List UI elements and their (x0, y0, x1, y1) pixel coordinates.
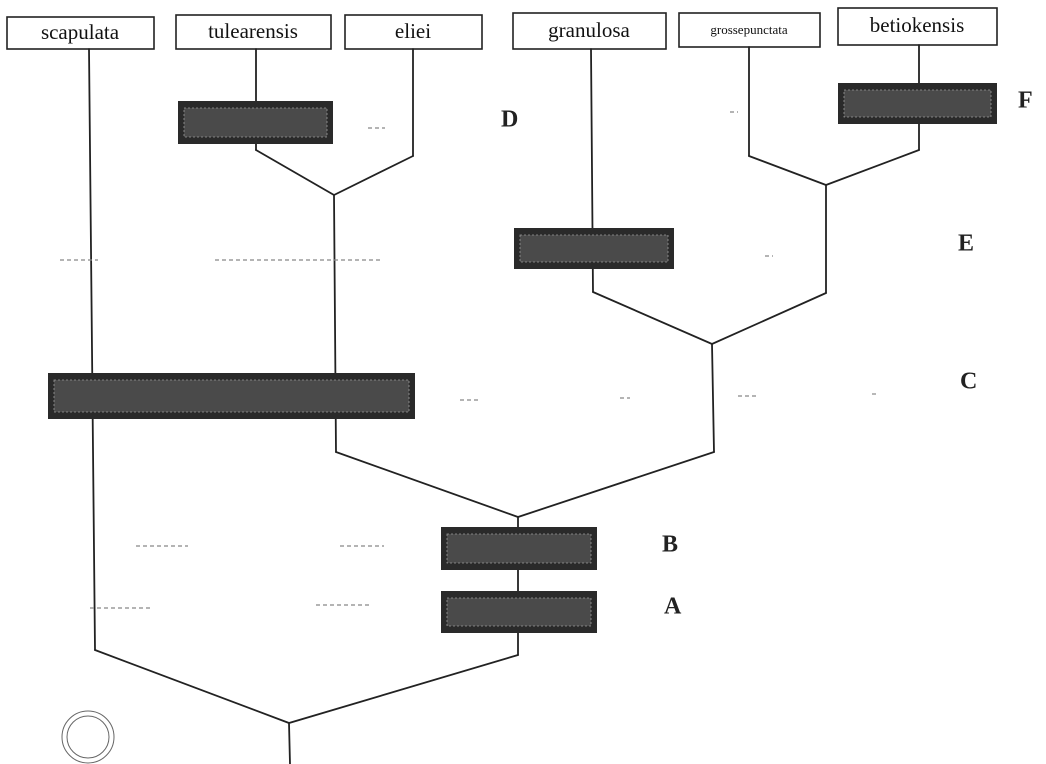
root-stem (288, 722, 291, 764)
taxon-box-eliei: eliei (344, 14, 483, 50)
taxon-label-scapulata: scapulata (41, 20, 120, 44)
node-bar-c (48, 373, 415, 419)
stem-scapulata (88, 48, 96, 651)
taxon-box-betiokensis: betiokensis (837, 7, 998, 46)
taxon-box-tulearensis: tulearensis (175, 14, 332, 50)
node-bar-a (441, 591, 597, 633)
node-label-a: A (664, 594, 682, 620)
clade-c-join (335, 451, 715, 518)
museum-stamp (61, 710, 115, 764)
node-label-f: F (1018, 88, 1033, 114)
node-bar-f (838, 83, 997, 124)
node-label-c: C (960, 369, 977, 395)
clade-e-stem (711, 343, 715, 453)
clade-d-join (255, 149, 414, 197)
node-label-b: B (662, 532, 678, 558)
taxon-label-betiokensis: betiokensis (870, 13, 965, 37)
node-label-d: D (501, 107, 518, 133)
taxon-box-grossepunctata: grossepunctata (678, 12, 821, 48)
root-join (94, 649, 519, 724)
taxon-box-granulosa: granulosa (512, 12, 667, 50)
taxon-box-scapulata: scapulata (6, 16, 155, 50)
clade-f-join (748, 149, 920, 186)
taxon-label-grossepunctata: grossepunctata (710, 22, 787, 37)
taxon-label-tulearensis: tulearensis (208, 19, 298, 43)
clade-e-join (592, 291, 827, 345)
taxon-label-eliei: eliei (395, 19, 431, 43)
taxon-label-granulosa: granulosa (548, 18, 630, 42)
node-bar-b (441, 527, 597, 570)
guide-dashes (60, 111, 878, 609)
node-label-e: E (958, 231, 974, 257)
node-bar-e (514, 228, 674, 269)
branches (88, 44, 920, 764)
node-bar-d (178, 101, 333, 144)
